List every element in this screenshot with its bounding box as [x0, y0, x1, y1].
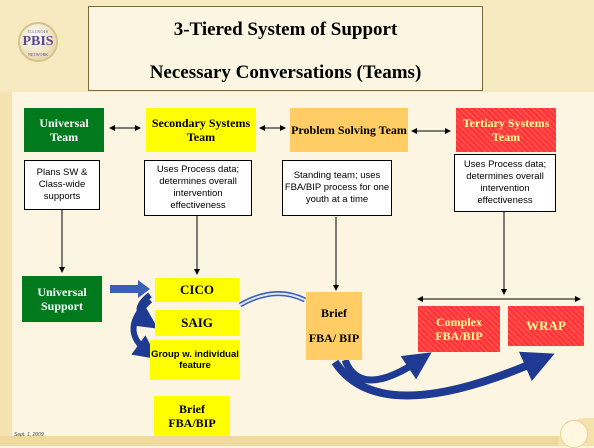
- swoop-to-complex: [341, 352, 432, 384]
- corner-circle: [560, 420, 588, 448]
- slide-title: 3-Tiered System of Support: [173, 19, 398, 40]
- secondary-desc: Uses Process data; determines overall in…: [144, 160, 252, 216]
- tertiary-desc: Uses Process data; determines overall in…: [454, 154, 556, 212]
- curve-cico-to-group: [130, 297, 158, 360]
- brief-fba-bip-bottom: Brief FBA/BIP: [154, 396, 230, 436]
- title-box: 3-Tiered System of Support Necessary Con…: [88, 6, 483, 91]
- pbis-logo: ILLINOIS PBIS NETWORK: [18, 22, 58, 62]
- universal-support-box: Universal Support: [22, 276, 102, 322]
- slide-subtitle: Necessary Conversations (Teams): [149, 62, 422, 83]
- left-strip: [0, 92, 12, 446]
- bottom-strip: [0, 436, 594, 446]
- cico-box: CICO: [155, 278, 239, 302]
- complex-fba-bip-box: Complex FBA/BIP: [418, 306, 500, 352]
- problem-solving-team-box: Problem Solving Team: [290, 108, 408, 152]
- saig-box: SAIG: [155, 310, 239, 336]
- blue-arrow-to-cico: [110, 280, 150, 298]
- universal-team-box: Universal Team: [24, 108, 104, 152]
- secondary-team-box: Secondary Systems Team: [146, 108, 256, 152]
- problem-solving-desc: Standing team; uses FBA/BIP process for …: [282, 160, 392, 216]
- universal-desc: Plans SW & Class-wide supports: [24, 160, 100, 210]
- group-individual-box: Group w. individual feature: [150, 340, 240, 380]
- tertiary-team-box: Tertiary Systems Team: [456, 108, 556, 152]
- swoop-to-wrap: [331, 351, 555, 400]
- footer-date: Sept. 1, 2009: [14, 432, 44, 438]
- wrap-box: WRAP: [508, 306, 584, 346]
- brief-fba-bip-box: Brief FBA/ BIP: [306, 292, 362, 360]
